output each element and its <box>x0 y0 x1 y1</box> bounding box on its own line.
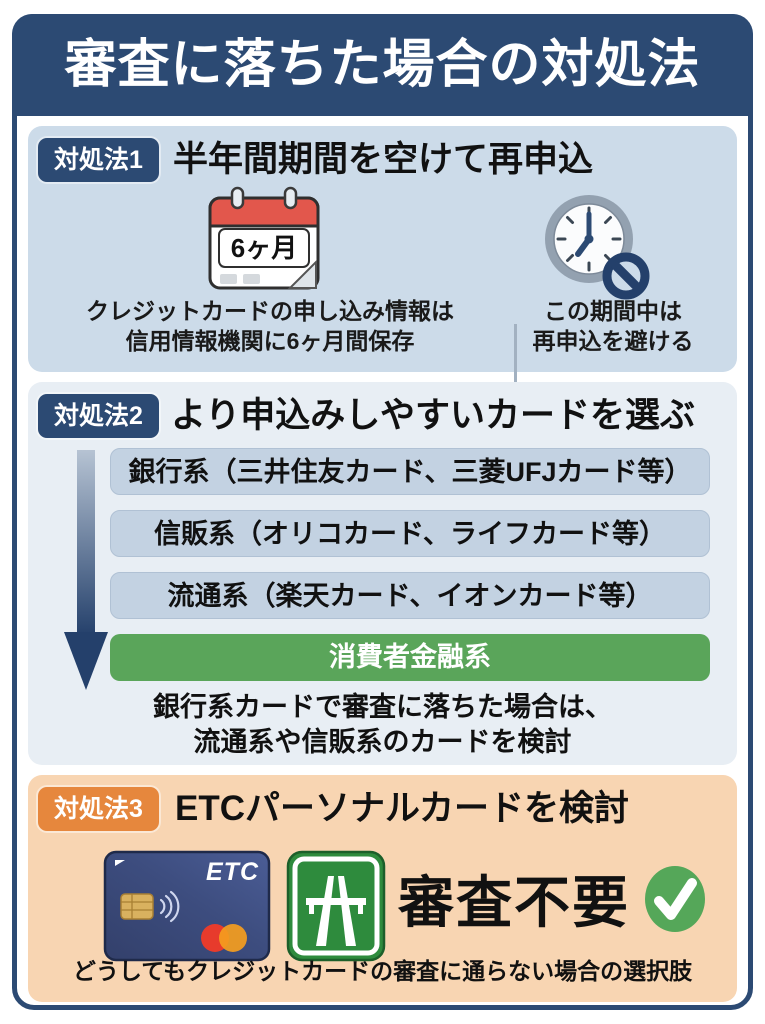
clock-no-reapply-icon <box>542 192 650 300</box>
list-item-shinpan-cards: 信販系（オリコカード、ライフカード等） <box>110 510 710 557</box>
list-item-consumer-finance: 消費者金融系 <box>110 634 710 681</box>
badge-method-3: 対処法3 <box>38 787 159 831</box>
section3-heading: ETCパーソナルカードを検討 <box>175 789 629 828</box>
calendar-icon: 6ヶ月 <box>202 186 326 292</box>
etc-card-icon: ETC <box>103 850 271 962</box>
page-title: 審査に落ちた場合の対処法 <box>64 36 701 94</box>
section1-heading: 半年間期間を空けて再申込 <box>173 140 594 179</box>
section2-note: 銀行系カードで審査に落ちた場合は、 流通系や信販系のカードを検討 <box>153 692 612 757</box>
motorway-sign-icon <box>286 850 386 962</box>
calendar-month-label: 6ヶ月 <box>218 228 310 268</box>
section-choose-easier-card: 対処法2 より申込みしやすいカードを選ぶ 銀行系（三井住友カード、三菱UFJカー… <box>28 382 737 765</box>
down-arrow-icon <box>64 450 108 690</box>
section3-caption: どうしてもクレジットカードの審査に通らない場合の選択肢 <box>72 958 693 984</box>
list-item-bank-cards: 銀行系（三井住友カード、三菱UFJカード等） <box>110 448 710 495</box>
section1-right-caption: この期間中は 再申込を避ける <box>532 298 694 354</box>
title-banner: 審査に落ちた場合の対処法 <box>12 14 753 116</box>
check-icon <box>645 865 705 932</box>
card-type-list: 銀行系（三井住友カード、三菱UFJカード等） 信販系（オリコカード、ライフカード… <box>110 448 710 696</box>
no-screening-text: 審査不要 <box>398 871 630 934</box>
no-screening-highlight: 審査不要 <box>398 858 706 939</box>
section1-left-caption: クレジットカードの申し込み情報は 信用情報機関に6ヶ月間保存 <box>86 298 454 354</box>
section-reapply-after-six-months: 対処法1 半年間期間を空けて再申込 6ヶ月 <box>28 126 737 482</box>
section-etc-personal-card: 対処法3 ETCパーソナルカードを検討 <box>28 775 737 1002</box>
list-item-retail-cards: 流通系（楽天カード、イオンカード等） <box>110 572 710 619</box>
section2-heading: より申込みしやすいカードを選ぶ <box>171 396 695 435</box>
badge-method-1: 対処法1 <box>38 138 159 182</box>
badge-method-2: 対処法2 <box>38 394 159 438</box>
etc-card-label: ETC <box>206 858 259 886</box>
